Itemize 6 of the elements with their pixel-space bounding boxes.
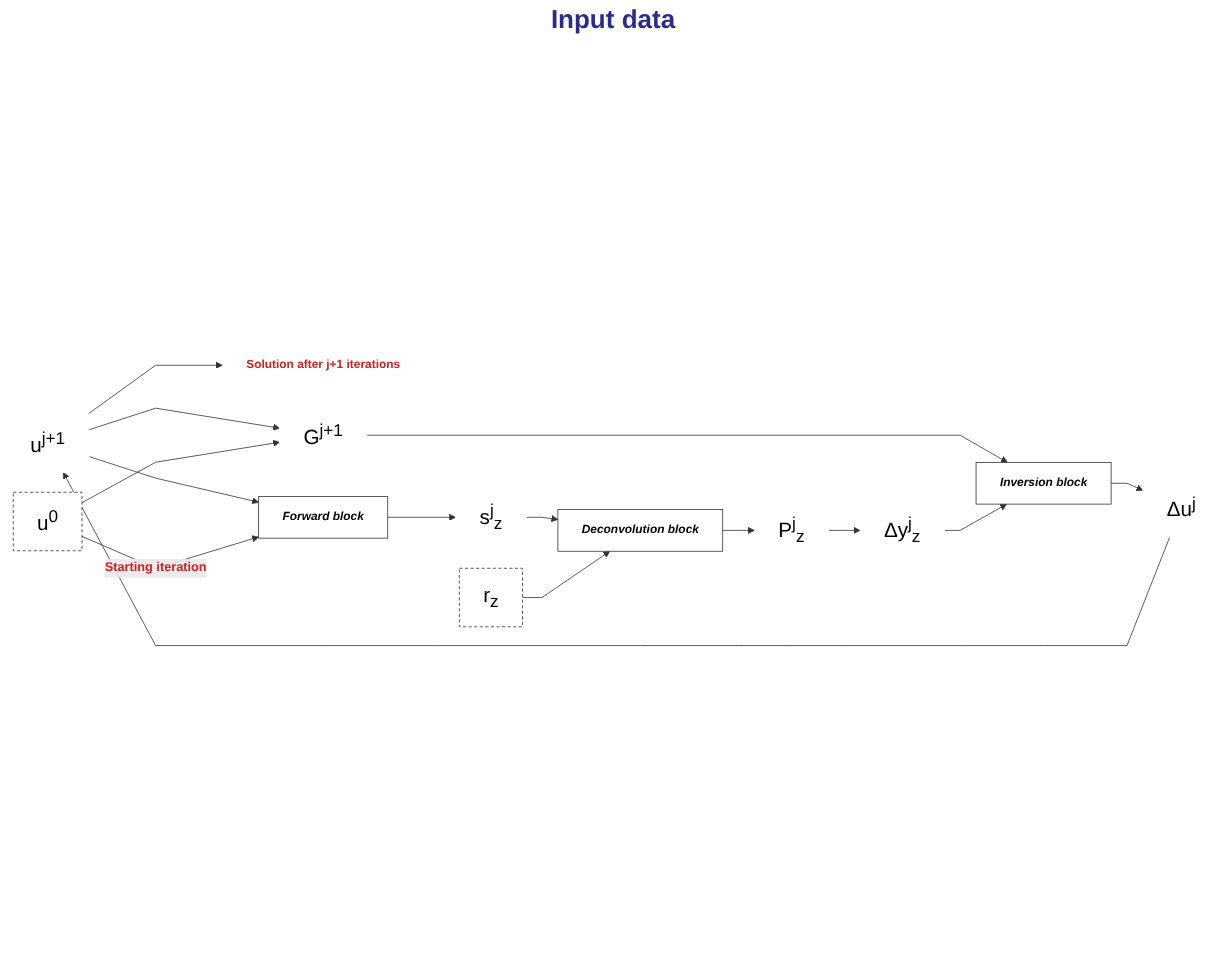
input-data-label: Input data	[550, 4, 676, 34]
node-text: u$^{j+1}$	[30, 428, 66, 457]
node-box: u$^{0}$	[12, 491, 83, 552]
node-text: G$^{j+1}$	[303, 420, 343, 449]
node-text: Δu$^{j}$	[1166, 492, 1196, 522]
node-box: r$_{z}$	[458, 567, 523, 628]
